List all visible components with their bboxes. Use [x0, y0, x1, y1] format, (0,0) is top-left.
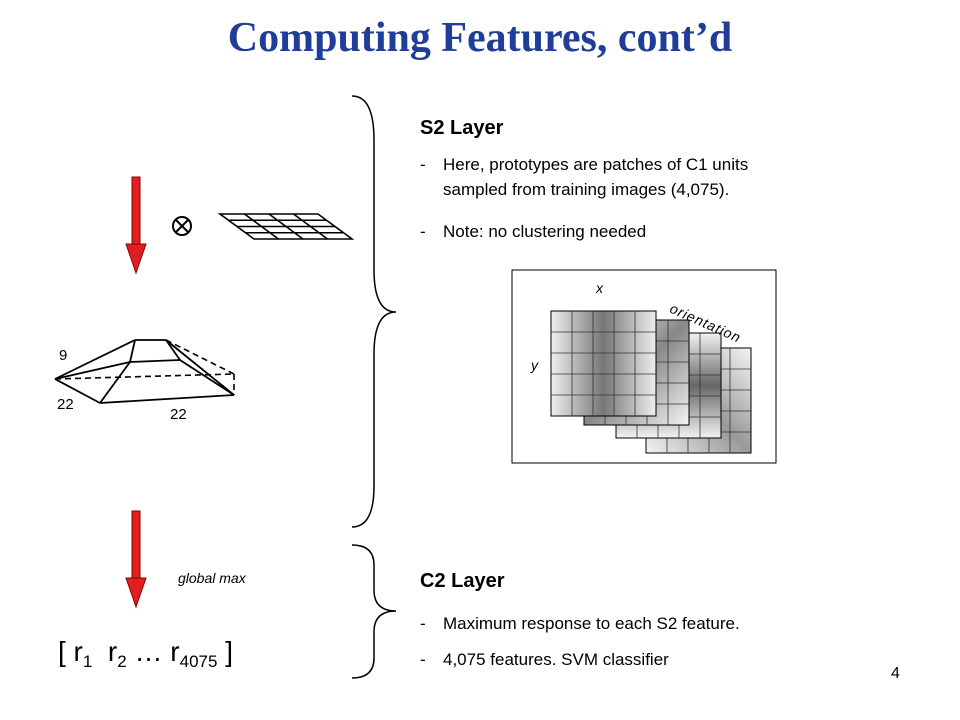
axis-label-y: y — [531, 357, 538, 373]
s2-bullet-2: - Note: no clustering needed — [420, 220, 880, 246]
vector-open: [ r — [58, 636, 83, 667]
pyramid-label-top: 9 — [59, 347, 68, 364]
prototype-grid — [217, 213, 355, 240]
bullet-text-line2: sampled from training images (4,075). — [443, 180, 730, 199]
brace-s2 — [351, 95, 397, 528]
slide-title: Computing Features, cont’d — [227, 15, 733, 61]
bullet-text-line1: Here, prototypes are patches of C1 units — [443, 155, 749, 174]
page-number: 4 — [891, 665, 900, 682]
s2-heading: S2 Layer — [420, 117, 504, 139]
vector-r2: r — [92, 636, 118, 667]
bullet-dash: - — [420, 222, 426, 241]
pyramid-diagram — [54, 339, 235, 404]
pyramid-label-bottom: 22 — [170, 406, 187, 423]
vector-sub-2: 2 — [117, 652, 127, 671]
vector-sub-1: 1 — [82, 652, 93, 671]
pyramid-label-left: 22 — [57, 396, 74, 413]
vector-sub-3: 4075 — [179, 652, 218, 671]
down-arrow-top — [125, 176, 147, 275]
axis-label-x: x — [596, 280, 603, 296]
vector-dots: … r — [126, 636, 180, 667]
c1-feature-figure — [511, 269, 777, 464]
c2-heading: C2 Layer — [420, 570, 505, 592]
response-vector: [ r1 r2 … r4075 ] — [58, 636, 233, 672]
pyramid-hidden-edges — [54, 339, 235, 395]
bullet-dash: - — [420, 650, 426, 669]
bullet-text: Note: no clustering needed — [443, 222, 647, 241]
down-arrow-bottom — [125, 510, 147, 609]
vector-close: ] — [217, 636, 233, 667]
bullet-dash: - — [420, 614, 426, 633]
global-max-label: global max — [178, 570, 246, 586]
bullet-dash: - — [420, 155, 426, 174]
brace-c2 — [351, 544, 397, 679]
feature-layer-1 — [550, 310, 657, 417]
s2-bullet-1: - Here, prototypes are patches of C1 uni… — [420, 153, 880, 203]
c2-bullet-2: - 4,075 features. SVM classifier — [420, 648, 880, 674]
bullet-text: Maximum response to each S2 feature. — [443, 614, 740, 633]
bullet-text: 4,075 features. SVM classifier — [443, 650, 669, 669]
convolution-operator-icon — [172, 216, 192, 236]
c2-bullet-1: - Maximum response to each S2 feature. — [420, 612, 880, 638]
